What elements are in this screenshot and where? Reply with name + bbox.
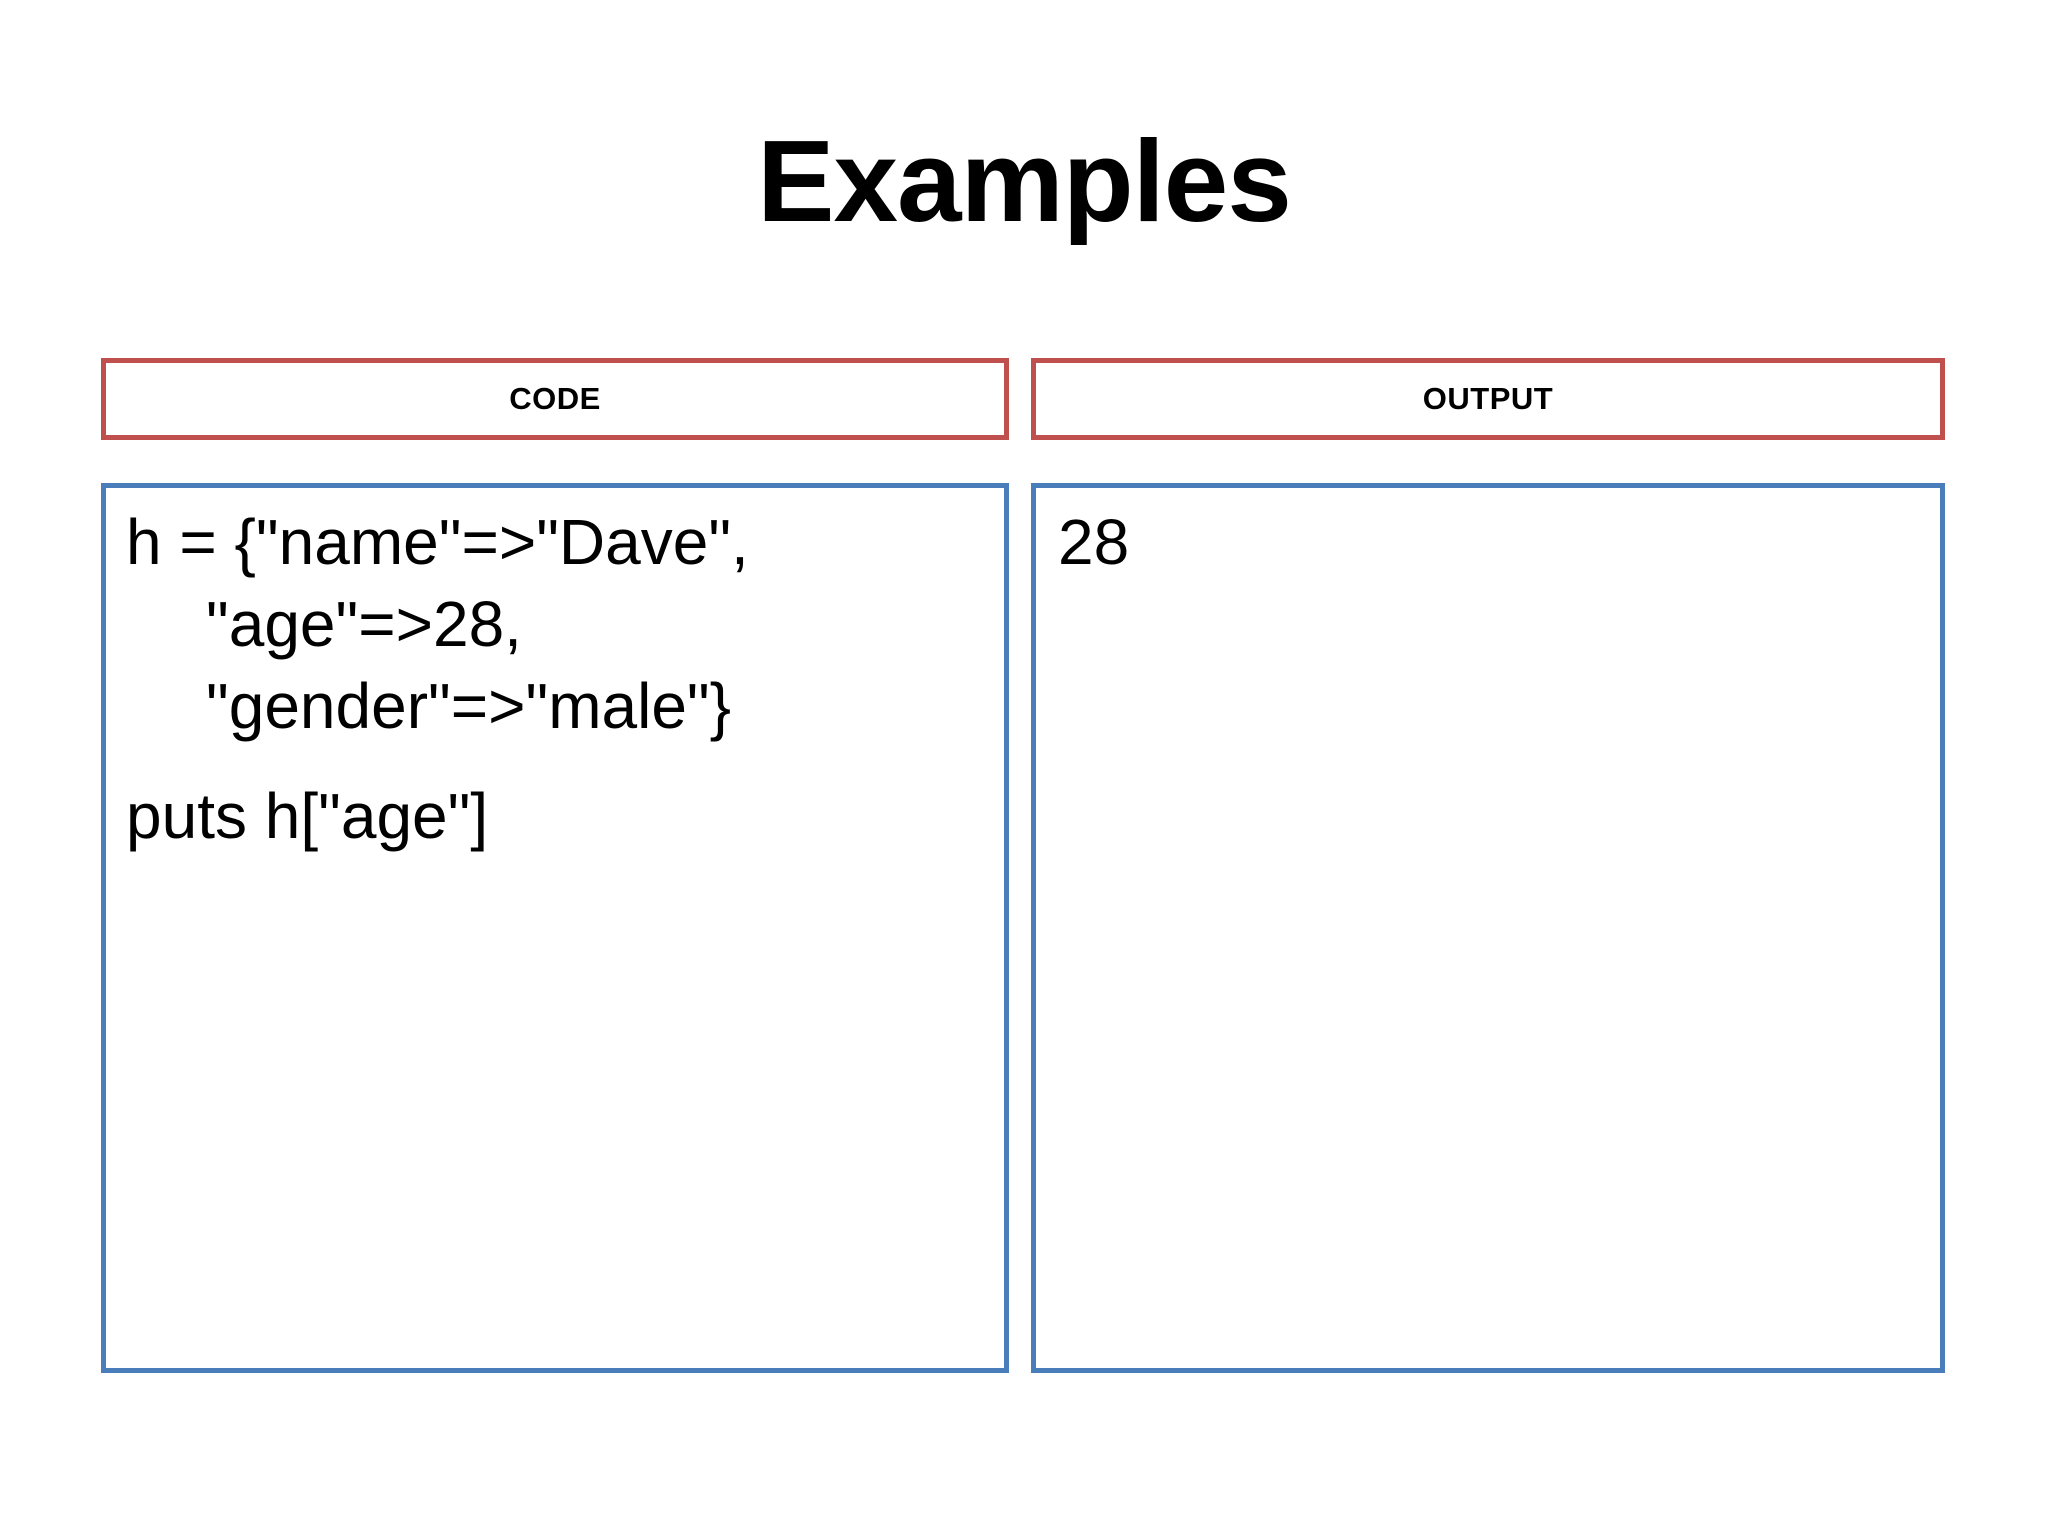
code-column-header-label: CODE — [509, 381, 601, 416]
output-block: 28 — [1058, 501, 1932, 583]
code-line: "age"=>28, — [206, 588, 522, 660]
output-column-header: OUTPUT — [1031, 358, 1945, 440]
output-panel: 28 — [1031, 483, 1945, 1373]
code-block: h = {"name"=>"Dave", "age"=>28, "gender"… — [126, 501, 996, 857]
code-line: h = {"name"=>"Dave", — [126, 506, 749, 578]
code-line: puts h["age"] — [126, 780, 489, 852]
code-panel: h = {"name"=>"Dave", "age"=>28, "gender"… — [101, 483, 1009, 1373]
code-line: "gender"=>"male"} — [206, 670, 731, 742]
output-line: 28 — [1058, 506, 1130, 578]
page-title: Examples — [757, 116, 1292, 246]
output-column-header-label: OUTPUT — [1422, 381, 1554, 416]
code-column-header: CODE — [101, 358, 1009, 440]
